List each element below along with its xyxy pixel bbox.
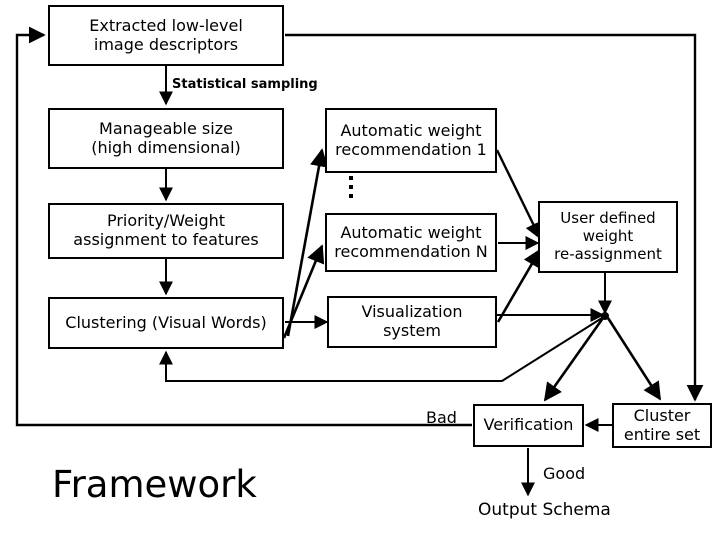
edge-visual-to-userweight [496,248,542,323]
node-clusterall-line-1: Cluster [633,405,691,425]
vertical-ellipsis-icon [348,176,354,198]
node-manageable-size[interactable]: Manageable size (high dimensional) [48,108,284,169]
node-auto1-line-2: recommendation 1 [335,139,487,159]
edge-label-good: Good [543,464,586,483]
edge-priority-to-auto1 [286,148,329,337]
node-extracted[interactable]: Extracted low-level image descriptors [48,5,284,66]
ellipsis-dot [349,176,353,180]
node-manageable-line-2: (high dimensional) [91,137,241,157]
node-verify-line-1: Verification [483,415,574,435]
node-priority-line-2: assignment to features [73,230,259,249]
output-schema-text: Output Schema [478,500,611,520]
node-verification[interactable]: Verification [473,404,584,447]
edge-label-statistical-sampling: Statistical sampling [172,77,318,92]
node-clustering-line-1: Clustering (Visual Words) [65,312,267,332]
node-extracted-line-1: Extracted low-level [89,15,243,35]
node-userweight-line-3: re-assignment [554,244,662,263]
node-cluster-entire-set[interactable]: Cluster entire set [612,403,712,448]
edge-junction-to-clusterall [606,317,662,401]
ellipsis-dot [349,185,353,189]
edge-auto1-to-userweight [495,149,542,240]
node-auto1-line-1: Automatic weight [340,120,482,140]
node-auton-line-2: recommendation N [334,241,488,261]
node-priority-weight[interactable]: Priority/Weight assignment to features [48,203,284,259]
node-extracted-line-2: image descriptors [93,34,239,54]
edge-junction-to-verification [543,317,605,402]
edge-clustering-to-auton [282,244,325,339]
node-manageable-line-1: Manageable size [99,118,233,138]
edge-label-bad: Bad [426,408,457,427]
node-auton-line-1: Automatic weight [340,222,482,242]
node-priority-line-1: Priority/Weight [106,211,226,231]
node-clustering-visual-words[interactable]: Clustering (Visual Words) [48,297,284,349]
page-title: Framework [52,463,257,506]
node-auto-weight-1[interactable]: Automatic weight recommendation 1 [325,108,497,173]
node-userweight-line-2: weight [582,227,634,246]
node-clusterall-line-2: entire set [623,424,701,444]
node-visualization-system[interactable]: Visualization system [327,296,497,348]
node-visual-line-2: system [383,321,441,340]
node-auto-weight-n[interactable]: Automatic weight recommendation N [325,213,497,272]
node-userweight-line-1: User defined [560,209,656,228]
ellipsis-dot [349,194,353,198]
node-visual-line-1: Visualization [361,302,463,322]
junction-node [601,312,609,320]
node-user-defined-weight[interactable]: User defined weight re-assignment [538,201,678,273]
